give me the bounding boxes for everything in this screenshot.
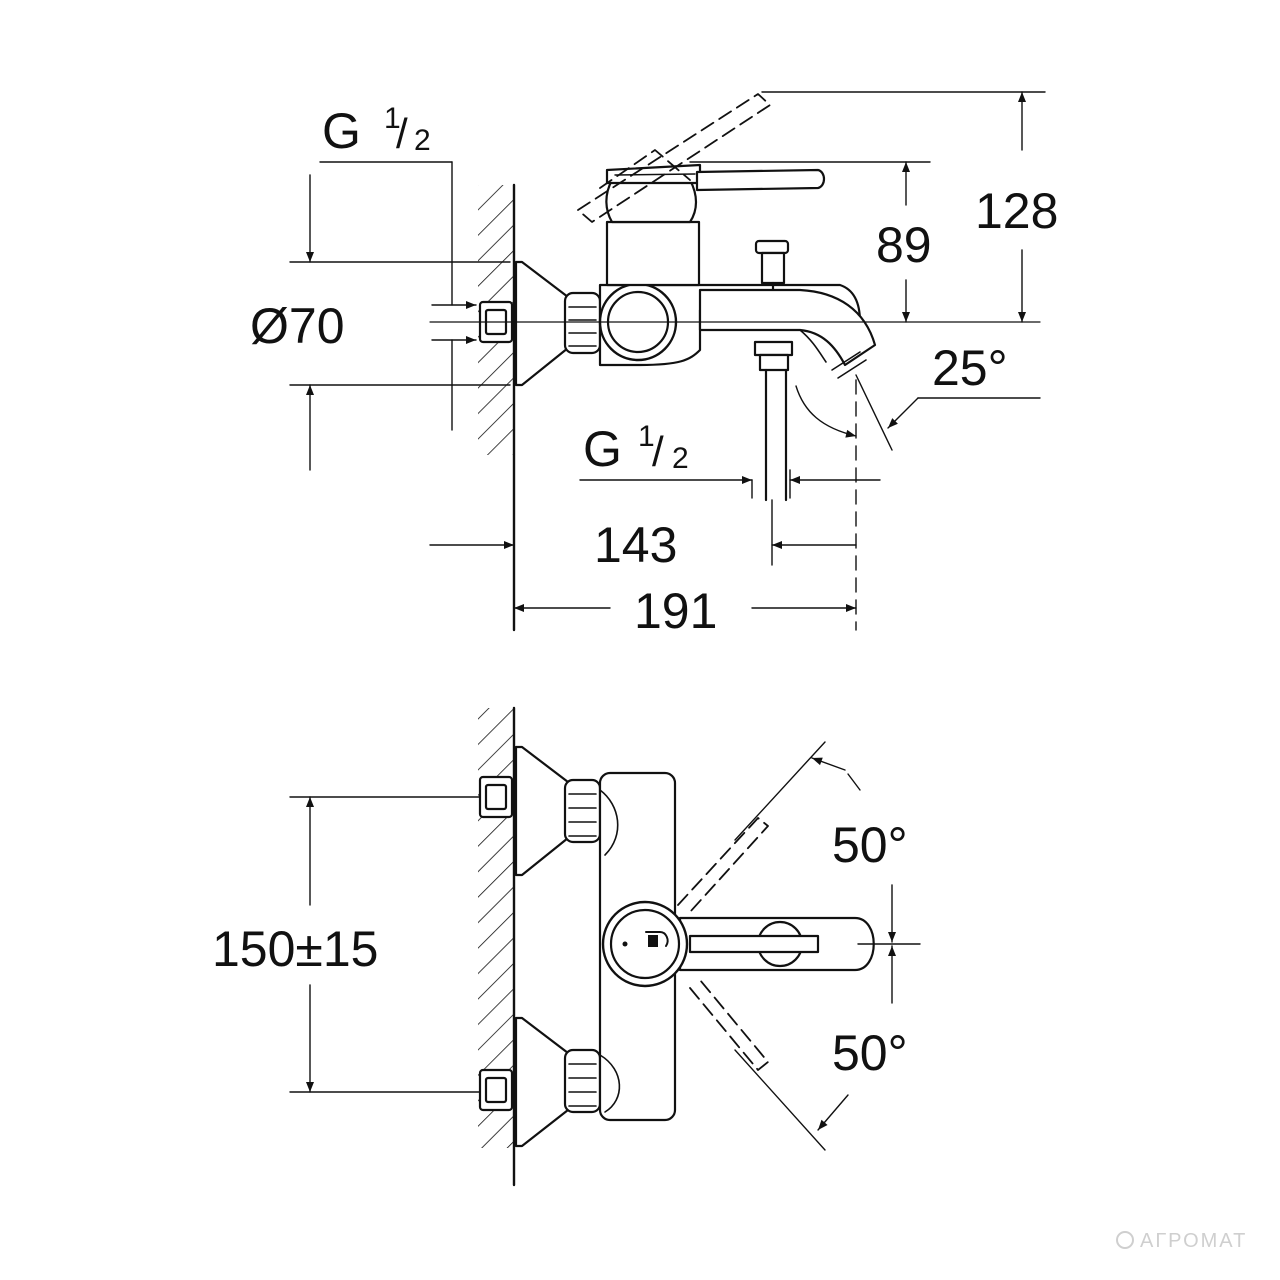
label-g-half-lower-num: 1 [638,420,655,453]
label-g-half-upper-prefix: G [322,103,361,159]
label-height-89: 89 [876,217,932,273]
bottom-view [289,706,921,1187]
spout [698,288,877,367]
dim-diameter-lines [289,174,511,471]
label-g-half-lower-den: 2 [672,442,689,475]
labels: G 1 / 2 Ø70 89 128 25° G 1 / 2 143 191 1… [212,102,1247,1252]
wall-top [478,183,516,632]
watermark-text: АГРОМАТ [1140,1230,1247,1252]
cartridge-circle [601,900,689,988]
connector-upper [478,745,602,877]
dim-50-lines [734,741,921,1151]
escutcheon-top [514,260,570,387]
lever-tilted-dashed [577,93,771,223]
dim-143-lines [429,499,857,566]
connector-lower [478,1016,602,1148]
watermark: АГРОМАТ [1116,1230,1247,1252]
label-height-128: 128 [975,183,1058,239]
dim-25-lines [795,374,1041,631]
dim-150-lines [289,796,481,1093]
watermark-logo-icon [1116,1231,1134,1249]
label-diameter: Ø70 [250,298,345,354]
lever-assembly-top [605,163,826,287]
label-spacing: 150±15 [212,921,378,977]
label-angle-up: 50° [832,817,908,873]
label-width-191: 191 [634,583,717,639]
label-angle-spout: 25° [932,340,1008,396]
label-angle-down: 50° [832,1025,908,1081]
diverter-knob [754,239,790,292]
lever-swing-dashed [677,817,769,1071]
dim-128-lines [761,91,1046,323]
label-g-half-lower-prefix: G [583,421,622,477]
label-width-143: 143 [594,517,677,573]
label-g-half-lower-sep: / [652,428,664,475]
dim-g-half-upper-lines [319,161,477,431]
label-g-half-upper-sep: / [396,110,408,157]
lever-bottom [678,916,875,972]
hose-outlet [753,340,794,502]
dim-89-lines [689,161,931,323]
label-g-half-upper-den: 2 [414,124,431,157]
dim-g-half-lower-lines [579,469,881,499]
hex-nut-top [563,291,602,355]
label-g-half-upper-num: 1 [384,102,401,135]
top-view [289,91,1046,632]
